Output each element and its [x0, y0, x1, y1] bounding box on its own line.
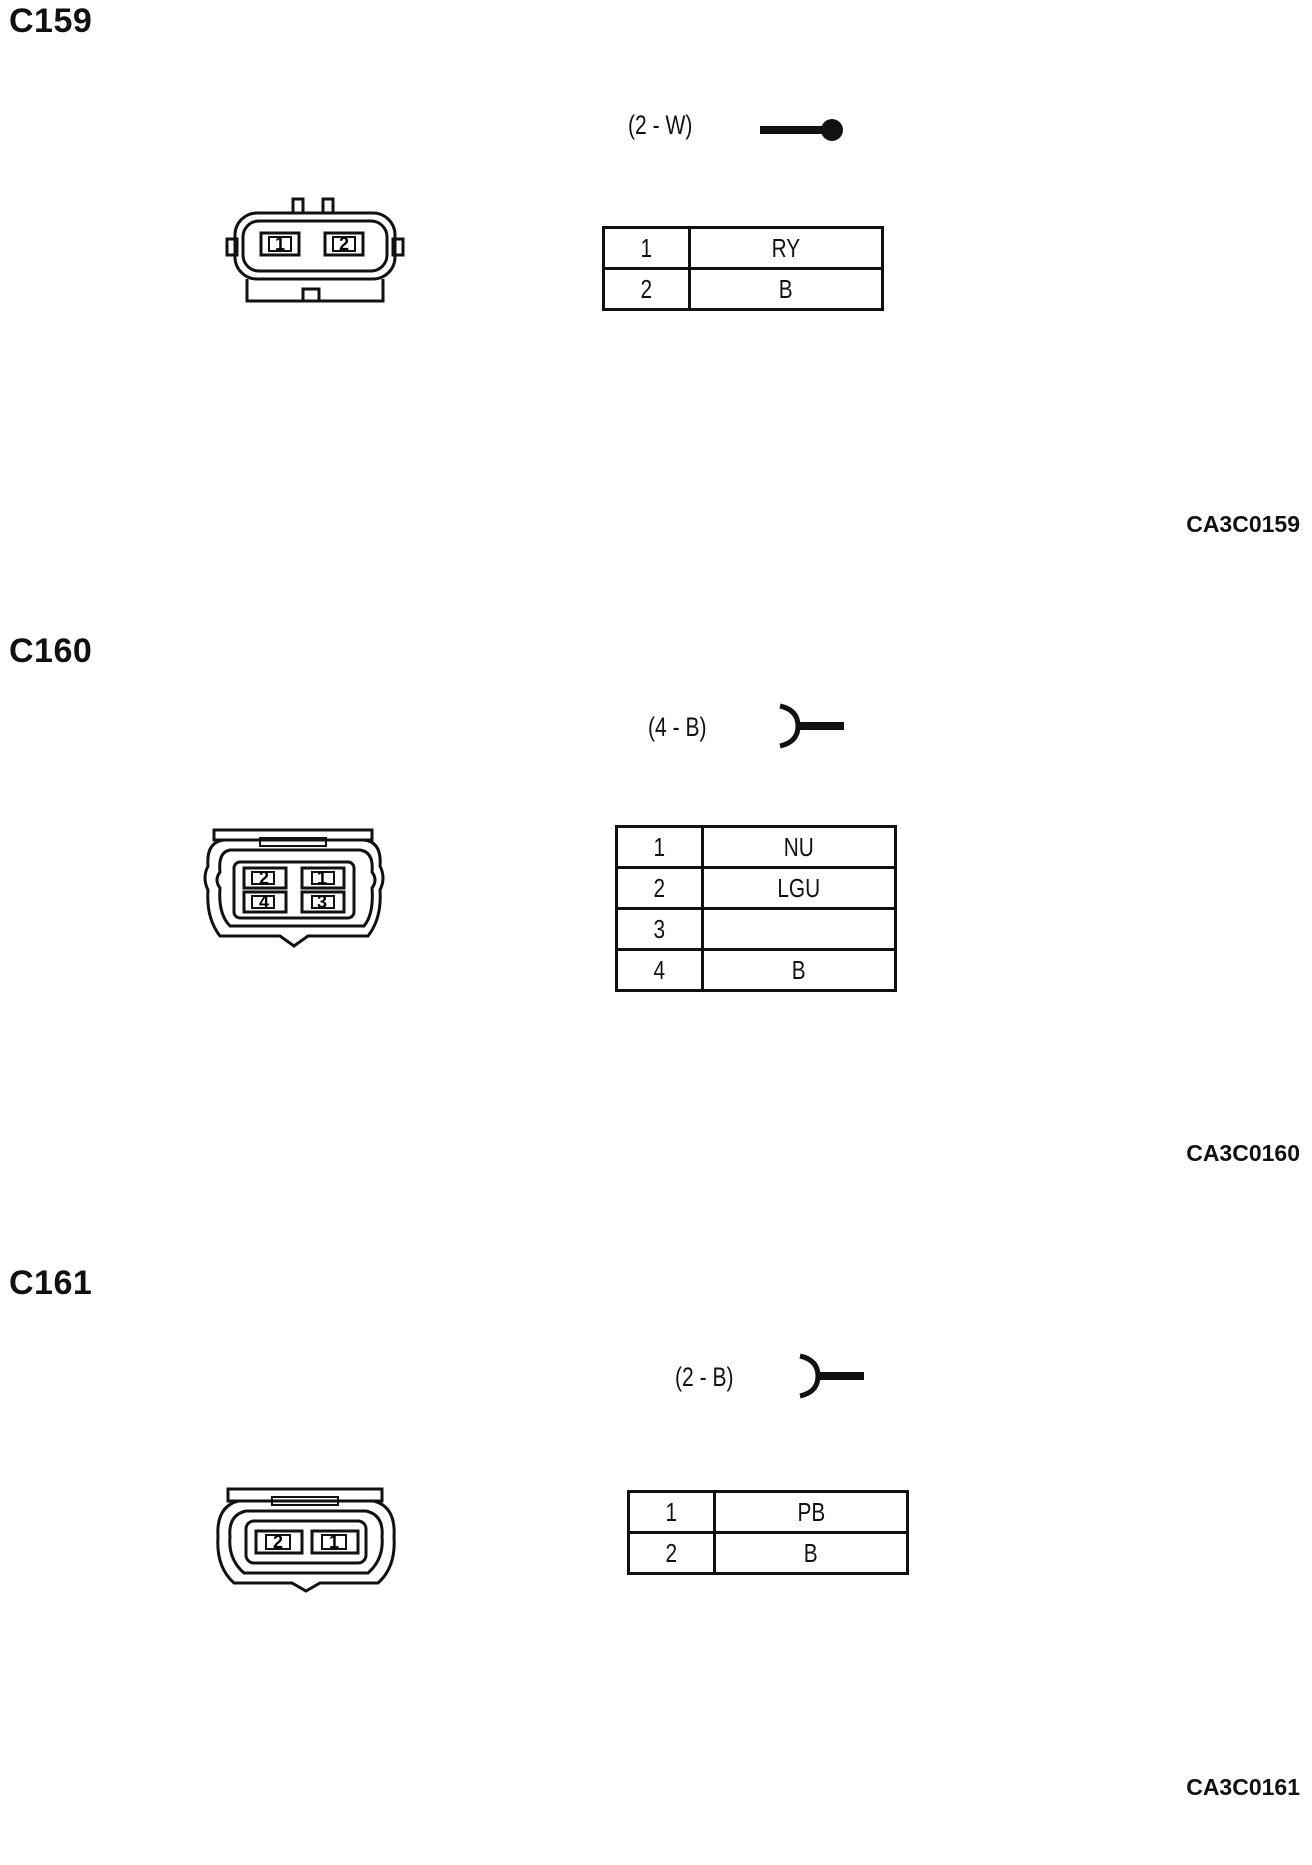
fork-terminal-icon — [779, 703, 844, 749]
figure-reference: CA3C0160 — [1186, 1140, 1300, 1166]
connector-spec: (2 - B) — [675, 1362, 734, 1392]
pin-number: 2 — [602, 267, 691, 311]
pin-table: 1 RY 2 B — [602, 226, 884, 311]
wire-color: PB — [713, 1490, 909, 1534]
connector-id: C161 — [9, 1264, 93, 1302]
connector-panel-c160: C160 (4 - B) 2 1 4 3 1 NU 2 LGU — [0, 630, 1312, 1233]
table-row: 2 B — [627, 1531, 909, 1575]
table-row: 2 B — [602, 267, 884, 311]
pin-number: 3 — [615, 907, 704, 951]
wire-color — [701, 907, 897, 951]
pin-number: 4 — [615, 948, 704, 992]
pin-number: 1 — [615, 825, 704, 869]
fork-terminal-icon — [799, 1353, 864, 1399]
table-row: 4 B — [615, 948, 897, 992]
wire-color: B — [713, 1531, 909, 1575]
pin-number: 1 — [602, 226, 691, 270]
table-row: 3 — [615, 907, 897, 951]
table-row: 1 RY — [602, 226, 884, 270]
pin-table: 1 NU 2 LGU 3 4 B — [615, 825, 897, 992]
table-row: 1 NU — [615, 825, 897, 869]
wire-color: NU — [701, 825, 897, 869]
face-pin-label: 2 — [339, 234, 349, 254]
face-pin-label: 1 — [275, 234, 285, 254]
pin-number: 2 — [627, 1531, 716, 1575]
face-pin-label: 2 — [259, 868, 269, 888]
ring-terminal-icon — [760, 119, 843, 141]
figure-reference: CA3C0159 — [1186, 511, 1300, 537]
face-pin-label: 3 — [317, 892, 327, 912]
face-pin-label: 1 — [317, 868, 327, 888]
face-pin-label: 4 — [259, 892, 269, 912]
connector-spec: (2 - W) — [628, 110, 693, 140]
wire-color: B — [701, 948, 897, 992]
connector-spec: (4 - B) — [648, 712, 707, 742]
connector-face-c159: 1 2 — [225, 197, 405, 303]
connector-panel-c161: C161 (2 - B) 2 1 1 PB 2 B CA3C0161 — [0, 1262, 1312, 1865]
wire-color: LGU — [701, 866, 897, 910]
wire-color: B — [688, 267, 884, 311]
wire-color: RY — [688, 226, 884, 270]
face-pin-label: 1 — [329, 1532, 339, 1552]
connector-face-c161: 2 1 — [216, 1487, 396, 1593]
connector-panel-c159: C159 (2 - W) 1 2 1 RY 2 B CA3C0 — [0, 0, 1312, 603]
face-pin-label: 2 — [273, 1532, 283, 1552]
figure-reference: CA3C0161 — [1186, 1774, 1300, 1800]
table-row: 2 LGU — [615, 866, 897, 910]
connector-face-c160: 2 1 4 3 — [203, 828, 385, 948]
pin-number: 2 — [615, 866, 704, 910]
pin-table: 1 PB 2 B — [627, 1490, 909, 1575]
connector-id: C160 — [9, 632, 93, 670]
pin-number: 1 — [627, 1490, 716, 1534]
table-row: 1 PB — [627, 1490, 909, 1534]
connector-id: C159 — [9, 2, 93, 40]
